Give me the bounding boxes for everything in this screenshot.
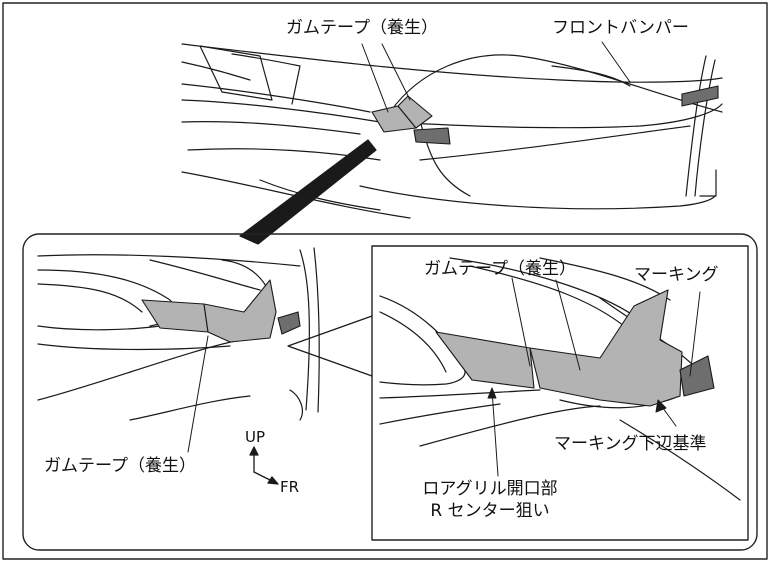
left-detail-tapes bbox=[141, 279, 301, 343]
zoom-wedge bbox=[239, 139, 377, 245]
label-gum-tape-right: ガムテープ（養生） bbox=[424, 259, 576, 279]
bumper-overview bbox=[181, 43, 723, 219]
label-dir-fr: FR bbox=[280, 478, 300, 496]
detail-panel bbox=[22, 233, 758, 551]
label-marking: マーキング bbox=[634, 265, 719, 285]
left-gum-leader bbox=[187, 335, 209, 453]
inner-detail bbox=[379, 257, 741, 501]
callout-wedge bbox=[287, 315, 373, 377]
label-gum-tape-left: ガムテープ（養生） bbox=[44, 456, 196, 476]
outer-frame bbox=[2, 2, 768, 560]
top-leaders bbox=[361, 41, 631, 113]
label-front-bumper: フロントバンパー bbox=[552, 18, 689, 38]
inner-leaders bbox=[487, 277, 701, 477]
left-detail bbox=[37, 247, 320, 421]
overview-tapes bbox=[371, 85, 719, 145]
orientation-arrows bbox=[249, 446, 279, 485]
inner-detail-box bbox=[371, 245, 749, 541]
label-lower-grille-line2: R センター狙い bbox=[430, 501, 550, 521]
label-marking-lower-edge: マーキング下辺基準 bbox=[554, 434, 707, 454]
label-dir-up: UP bbox=[245, 428, 266, 446]
inner-detail-tapes bbox=[435, 289, 715, 407]
label-gum-tape-top: ガムテープ（養生） bbox=[286, 18, 438, 38]
label-lower-grille-line1: ロアグリル開口部 bbox=[422, 479, 558, 499]
